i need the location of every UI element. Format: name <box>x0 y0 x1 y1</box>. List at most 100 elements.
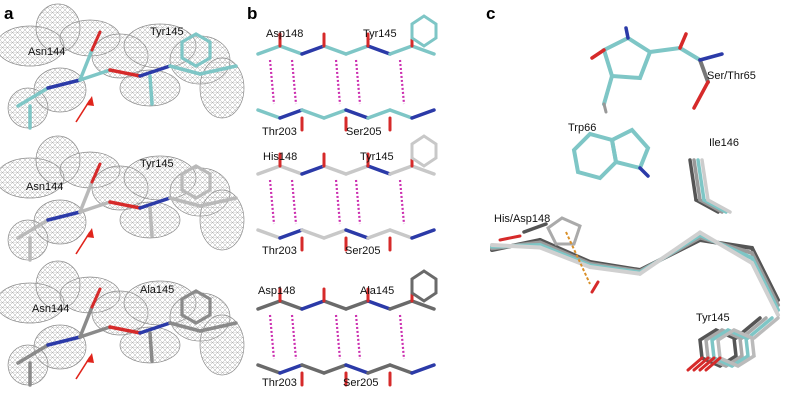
ring-bond <box>624 26 630 40</box>
ile-bond <box>694 198 720 214</box>
top-strand-bond <box>256 164 282 176</box>
bottom-strand-bond <box>300 363 326 375</box>
carbonyl-bond <box>590 48 606 60</box>
bottom-strand-bond <box>366 108 392 120</box>
hbond-ladder <box>256 269 438 387</box>
panel-a-row1-left-label: Asn144 <box>28 46 66 58</box>
carbonyl-bond <box>498 234 522 242</box>
panel-c-ser-thr-label: Ser/Thr65 <box>707 70 756 82</box>
side-chain-bond <box>148 74 154 106</box>
backbone-bond <box>168 196 202 208</box>
panel-b-row2-top-left: His148 <box>263 151 298 163</box>
bottom-strand-bond <box>366 228 392 240</box>
ring <box>180 289 212 325</box>
backbone-bond <box>16 343 50 365</box>
backbone-bond <box>698 230 754 265</box>
backbone-bond <box>750 251 780 307</box>
backbone-bond <box>198 321 238 333</box>
backbone-bond <box>168 64 202 76</box>
bottom-strand-bond <box>322 108 348 120</box>
panel-a-row3-left-label: Asn144 <box>32 303 70 315</box>
top-strand-bond <box>322 164 348 176</box>
indole-pyrrole-ring <box>609 127 651 171</box>
top-strand-bond <box>344 44 370 56</box>
ile-bond <box>706 198 732 214</box>
bottom-strand-bond <box>410 228 436 240</box>
backbone-bond <box>198 196 238 208</box>
hbond <box>290 179 298 225</box>
hbond <box>398 179 406 225</box>
panel-b-row2-bottom-right: Ser205 <box>345 245 381 257</box>
top-strand-bond <box>300 44 326 56</box>
hbond <box>354 59 362 105</box>
backbone-bond <box>168 321 202 333</box>
bottom-strand-bond <box>322 228 348 240</box>
panel-b-row3-bottom-left: Thr203 <box>262 377 297 389</box>
chain-bond <box>678 46 702 62</box>
density-mesh <box>7 219 49 261</box>
panel-b-hbond-ladders <box>256 14 438 387</box>
arrow-head <box>86 228 94 238</box>
backbone-bond <box>750 256 780 312</box>
chain-bond <box>648 46 682 54</box>
panel-letter-b: b <box>247 4 258 23</box>
panel-c-trp-label: Trp66 <box>568 122 597 134</box>
chain-bond <box>678 32 688 50</box>
backbone-bond <box>16 86 50 108</box>
tyr-hydroxyl <box>698 356 716 372</box>
top-strand-bond <box>300 299 326 311</box>
backbone-bond <box>16 218 50 240</box>
backbone-bond <box>138 196 172 210</box>
panel-letter-a: a <box>4 4 14 23</box>
bottom-strand-bond <box>256 228 282 240</box>
arrow-head <box>86 353 94 363</box>
top-strand-bond <box>410 44 436 56</box>
hbond <box>354 179 362 225</box>
side-chain-bond <box>78 48 94 82</box>
panel-letter-c: c <box>486 4 496 23</box>
top-strand-bond <box>322 44 348 56</box>
backbone-bond <box>750 246 780 302</box>
top-strand-bond <box>256 44 282 56</box>
backbone-bond <box>108 200 142 210</box>
panel-a-density-maps <box>0 3 245 387</box>
top-strand-bond <box>410 299 436 311</box>
panel-c-overlay <box>490 26 780 372</box>
backbone-bond <box>108 68 142 78</box>
side-chain-bond <box>148 206 154 238</box>
tyr-bond <box>752 316 780 340</box>
top-strand-bond <box>388 299 414 311</box>
ring <box>410 134 438 168</box>
chain-bond <box>692 80 710 110</box>
ile-bond <box>692 158 702 202</box>
backbone-bond <box>588 265 642 276</box>
tyr-hydroxyl <box>692 356 710 372</box>
backbone-bond <box>108 325 142 335</box>
backbone-bond <box>750 261 780 317</box>
arrow-head <box>86 96 94 106</box>
bottom-strand-bond <box>388 108 414 120</box>
top-strand-bond <box>278 44 304 56</box>
bottom-strand-bond <box>344 363 370 375</box>
hbond <box>334 179 342 225</box>
ile-bond <box>698 198 724 214</box>
bottom-strand-bond <box>256 363 282 375</box>
ring <box>180 164 212 200</box>
backbone-bond <box>78 68 112 82</box>
bottom-strand-bond <box>388 228 414 240</box>
density-mesh <box>7 344 49 386</box>
hbond <box>290 314 298 360</box>
top-strand-bond <box>366 164 392 176</box>
density-map-row <box>0 3 245 130</box>
chain-bond <box>698 58 710 84</box>
hbond <box>290 59 298 105</box>
carbonyl-bond <box>590 280 600 294</box>
panel-c-tyr-label: Tyr145 <box>696 312 730 324</box>
bottom-strand-bond <box>322 363 348 375</box>
bridge-bond <box>602 102 608 114</box>
hbond-ladder <box>256 14 438 132</box>
hbond <box>268 179 276 225</box>
panel-a-row2-right-label: Tyr145 <box>140 158 174 170</box>
ring <box>180 32 212 68</box>
